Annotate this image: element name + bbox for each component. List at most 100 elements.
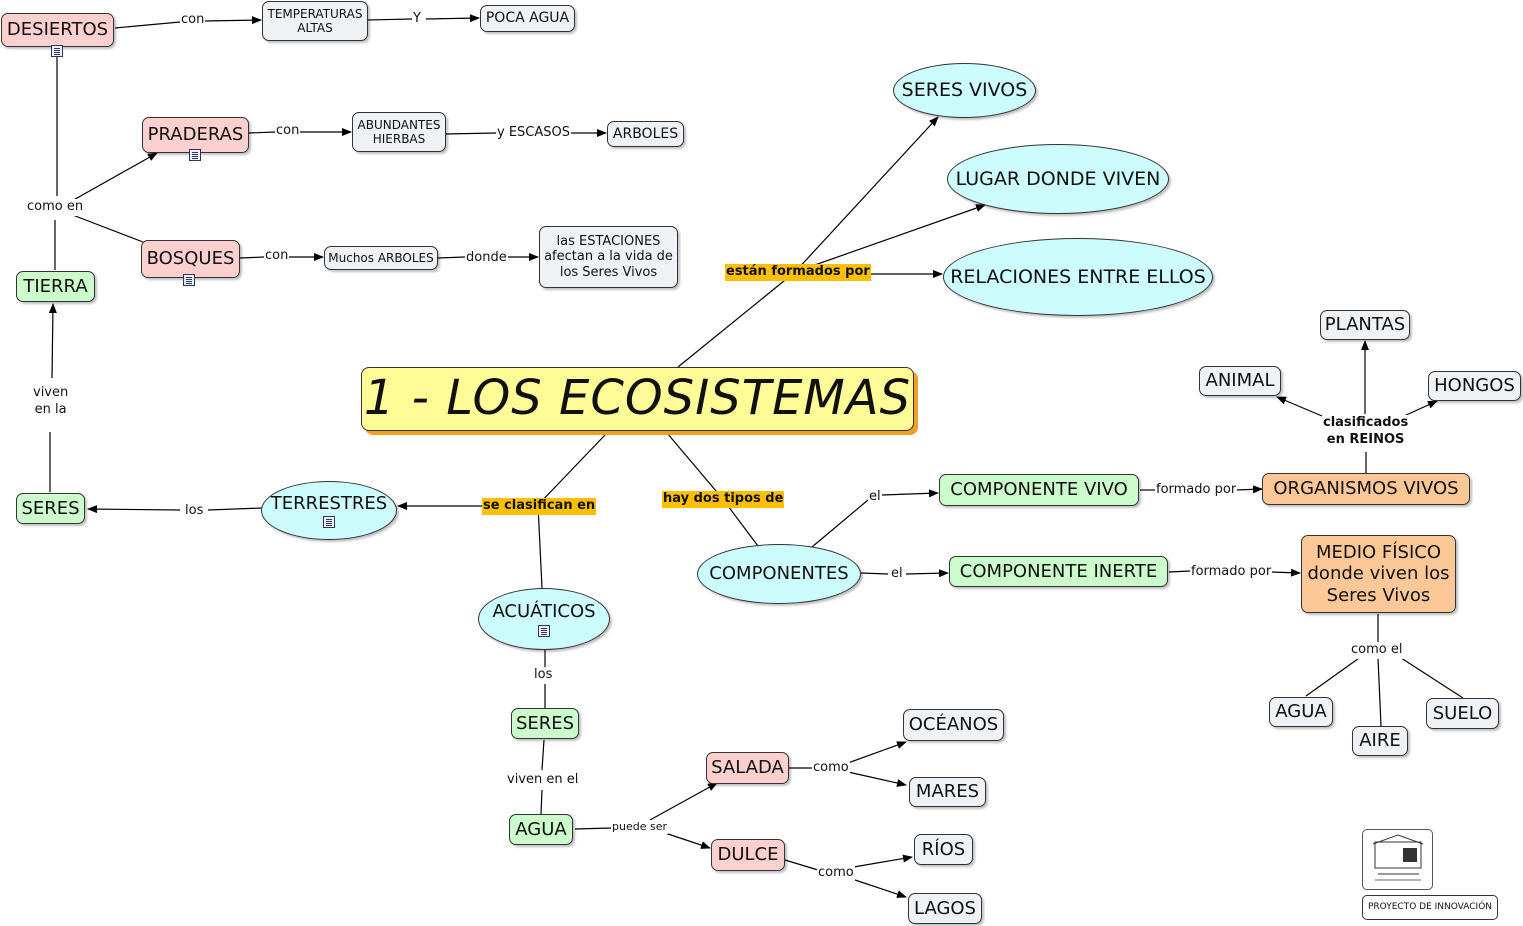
note-icon[interactable] <box>183 274 195 286</box>
edge-dul-como <box>784 859 819 871</box>
edge-seres-viven <box>541 739 545 771</box>
edge-lagos <box>854 879 907 898</box>
link-el-2: el <box>890 566 904 583</box>
node-plantas[interactable]: PLANTAS <box>1320 310 1410 340</box>
node-seres-vivos[interactable]: SERES VIVOS <box>893 63 1036 118</box>
edge-main-formados <box>677 271 796 368</box>
edge-main-tipos <box>666 432 723 499</box>
node-relaciones-label: RELACIONES ENTRE ELLOS <box>950 265 1206 288</box>
edge-terr-los <box>207 507 263 511</box>
node-temperaturas[interactable]: TEMPERATURAS ALTAS <box>262 1 368 41</box>
node-mares-label: MARES <box>915 781 980 803</box>
node-acuaticos[interactable]: ACUÁTICOS <box>478 588 610 650</box>
edge-mu-donde <box>437 256 466 259</box>
node-muchos-arboles-label: Muchos ARBOLES <box>328 250 434 265</box>
edge-des-con <box>114 21 181 29</box>
link-los-1: los <box>184 503 205 520</box>
node-arboles-label: ARBOLES <box>612 125 679 142</box>
node-desiertos-label: DESIERTOS <box>6 19 109 41</box>
node-dulce-label: DULCE <box>717 844 779 866</box>
node-seres-vivos-label: SERES VIVOS <box>901 79 1028 102</box>
edge-medio <box>1270 568 1301 577</box>
node-seres-agua[interactable]: SERES <box>511 708 579 739</box>
node-terrestres[interactable]: TERRESTRES <box>261 481 397 540</box>
node-organismos-label: ORGANISMOS VIVOS <box>1273 478 1459 500</box>
node-abundantes[interactable]: ABUNDANTES HIERBAS <box>352 112 446 152</box>
node-agua-acua-label: AGUA <box>515 818 567 840</box>
link-como-el: como el <box>1350 642 1404 659</box>
node-lugar-label: LUGAR DONDE VIVEN <box>955 167 1161 190</box>
node-componentes-label: COMPONENTES <box>709 563 849 585</box>
note-icon[interactable] <box>538 624 550 637</box>
edge-salada <box>649 782 718 821</box>
node-agua-acua[interactable]: AGUA <box>509 814 573 845</box>
node-tierra-label: TIERRA <box>23 275 88 297</box>
edge-praderas <box>69 152 158 203</box>
edge-acuaticos <box>537 504 543 589</box>
link-donde: donde <box>465 250 508 267</box>
node-oceanos-label: OCÉANOS <box>908 714 999 736</box>
node-organismos[interactable]: ORGANISMOS VIVOS <box>1262 473 1470 505</box>
note-icon[interactable] <box>189 149 201 161</box>
edge-suelo <box>1397 655 1464 699</box>
link-y-escasos: y ESCASOS <box>496 125 571 142</box>
edge-vivo <box>881 489 939 498</box>
edge-aire <box>1377 657 1382 727</box>
node-estaciones[interactable]: las ESTACIONES afectan a la vida de los … <box>539 226 678 288</box>
node-terrestres-label: TERRESTRES <box>270 492 388 514</box>
node-poca-agua[interactable]: POCA AGUA <box>480 5 575 32</box>
node-comp-inerte[interactable]: COMPONENTE INERTE <box>949 556 1168 587</box>
node-muchos-arboles[interactable]: Muchos ARBOLES <box>324 246 438 270</box>
link-los-2: los <box>533 667 554 684</box>
edge-animal <box>1276 396 1323 417</box>
edge-lugar <box>794 204 986 273</box>
node-salada[interactable]: SALADA <box>706 752 789 784</box>
link-y-1: Y <box>412 11 422 28</box>
edge-comp-el2 <box>860 572 889 575</box>
edge-temp-y <box>367 18 413 21</box>
note-icon[interactable] <box>323 516 335 529</box>
node-salada-label: SALADA <box>711 757 784 779</box>
node-tierra[interactable]: TIERRA <box>16 271 95 302</box>
node-aire[interactable]: AIRE <box>1352 726 1408 756</box>
edge-inerte <box>905 569 949 578</box>
node-agua-medio[interactable]: AGUA <box>1269 697 1333 727</box>
link-como-2: como <box>817 865 855 882</box>
node-praderas[interactable]: PRADERAS <box>142 117 249 153</box>
node-animal[interactable]: ANIMAL <box>1199 366 1281 396</box>
node-hongos[interactable]: HONGOS <box>1428 371 1521 401</box>
school-building-icon <box>1372 834 1424 881</box>
edge-agua-medio <box>1305 655 1363 697</box>
link-formado-por-2: formado por <box>1190 564 1273 581</box>
note-icon[interactable] <box>51 45 63 57</box>
edge-tierra <box>48 303 57 379</box>
node-mares[interactable]: MARES <box>909 777 986 807</box>
link-hay-dos-tipos: hay dos tipos de <box>662 491 785 508</box>
node-medio-label: MEDIO FÍSICO donde viven los Seres Vivos <box>1307 541 1450 606</box>
node-arboles[interactable]: ARBOLES <box>607 121 684 147</box>
node-relaciones[interactable]: RELACIONES ENTRE ELLOS <box>943 238 1213 316</box>
link-con-2: con <box>275 123 301 140</box>
node-lagos[interactable]: LAGOS <box>908 893 982 924</box>
node-seres-tierra[interactable]: SERES <box>16 493 85 524</box>
node-oceanos[interactable]: OCÉANOS <box>903 709 1004 741</box>
node-dulce[interactable]: DULCE <box>711 839 785 871</box>
node-aire-label: AIRE <box>1359 730 1401 752</box>
node-suelo[interactable]: SUELO <box>1426 698 1499 729</box>
edge-poca-agua <box>425 14 480 23</box>
link-puede-ser: puede ser <box>611 820 668 835</box>
node-medio[interactable]: MEDIO FÍSICO donde viven los Seres Vivos <box>1301 535 1456 613</box>
node-rios[interactable]: RÍOS <box>914 834 973 865</box>
link-el-1: el <box>868 489 882 506</box>
node-desiertos[interactable]: DESIERTOS <box>1 13 114 47</box>
edge-hongos <box>1403 400 1438 417</box>
node-bosques[interactable]: BOSQUES <box>141 240 240 278</box>
node-componentes[interactable]: COMPONENTES <box>697 544 861 604</box>
node-abundantes-label: ABUNDANTES HIERBAS <box>357 117 441 146</box>
main-topic[interactable]: 1 - LOS ECOSISTEMAS <box>361 367 914 431</box>
node-lugar[interactable]: LUGAR DONDE VIVEN <box>947 144 1169 214</box>
node-comp-vivo[interactable]: COMPONENTE VIVO <box>939 474 1139 506</box>
link-se-clasifican: se clasifican en <box>482 498 597 515</box>
node-animal-label: ANIMAL <box>1205 370 1275 392</box>
